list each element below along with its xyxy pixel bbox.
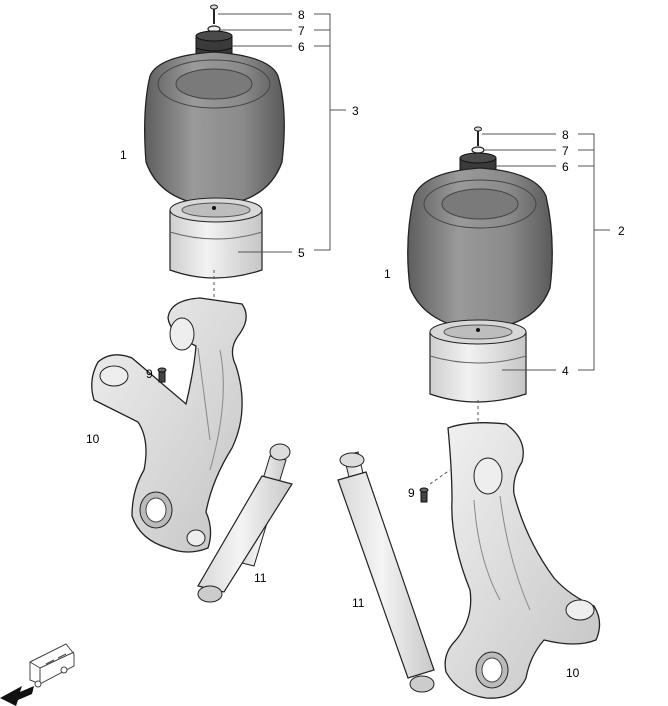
right-air-spring xyxy=(407,167,553,331)
label-right-air-spring: 1 xyxy=(384,267,391,281)
label-left-piston: 5 xyxy=(298,246,305,260)
leader-lines xyxy=(213,13,610,485)
label-right-bump-stop: 6 xyxy=(562,160,569,174)
label-right-assembly: 2 xyxy=(618,224,625,238)
label-left-top-bolt: 8 xyxy=(298,8,305,22)
label-left-assembly: 3 xyxy=(352,104,359,118)
left-air-spring xyxy=(144,51,285,207)
right-washer xyxy=(471,146,485,154)
label-left-screw: 9 xyxy=(146,367,153,381)
label-right-screw: 9 xyxy=(408,486,415,500)
right-top-bolt xyxy=(474,126,482,146)
label-left-knuckle: 10 xyxy=(86,432,100,446)
right-knuckle xyxy=(444,422,601,699)
label-right-top-bolt: 8 xyxy=(562,128,569,142)
left-piston xyxy=(169,197,263,279)
right-screw xyxy=(419,487,429,503)
right-piston xyxy=(429,319,527,403)
left-top-bolt xyxy=(210,4,218,24)
right-assembly xyxy=(337,126,601,699)
left-knuckle xyxy=(91,297,247,553)
label-right-shock: 11 xyxy=(352,596,365,610)
part-labels: 8 7 6 3 1 5 9 10 11 8 7 6 2 1 4 9 11 10 xyxy=(86,8,625,680)
left-assembly xyxy=(91,4,293,603)
left-shock xyxy=(197,443,293,603)
label-right-piston: 4 xyxy=(562,364,569,378)
label-right-knuckle: 10 xyxy=(566,666,580,680)
left-screw xyxy=(157,367,167,383)
label-left-bump-stop: 6 xyxy=(298,40,305,54)
label-left-shock: 11 xyxy=(254,571,267,585)
label-left-washer: 7 xyxy=(298,24,305,38)
van-direction-icon xyxy=(0,643,75,706)
right-shock xyxy=(337,451,435,693)
label-right-washer: 7 xyxy=(562,144,569,158)
label-left-air-spring: 1 xyxy=(120,148,127,162)
